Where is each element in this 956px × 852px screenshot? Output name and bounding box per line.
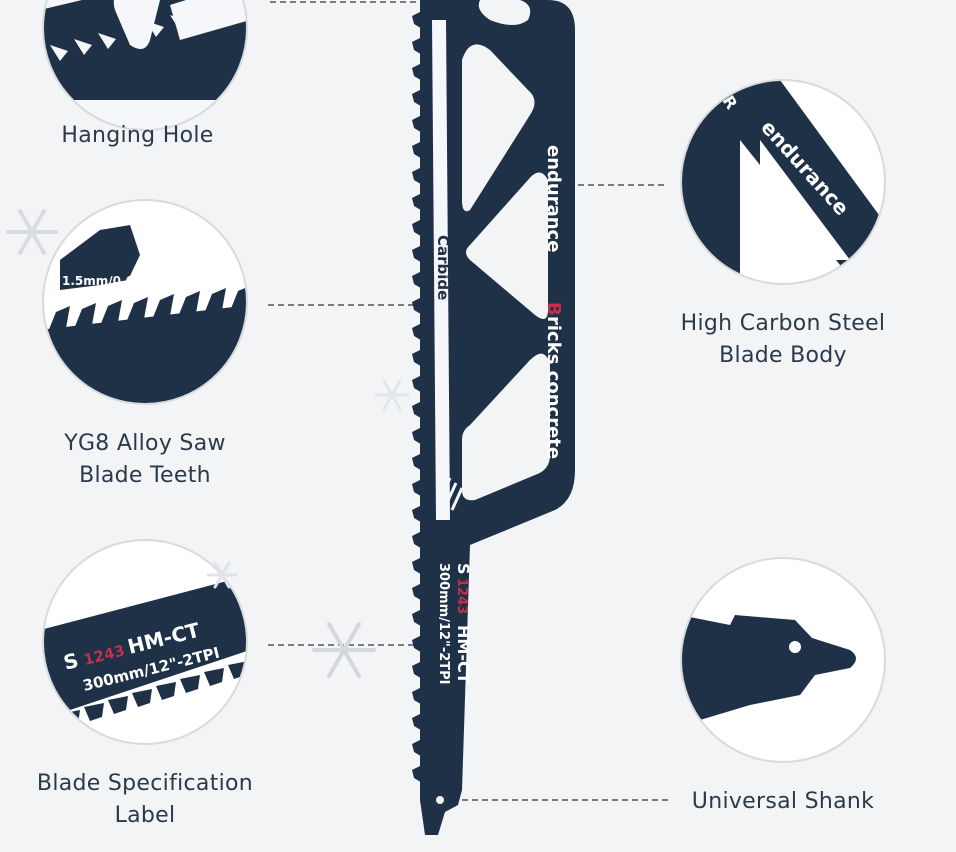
tooth-shape (156, 682, 176, 700)
closeup-hanging-hole (42, 0, 248, 131)
tooth-shape (180, 675, 200, 693)
snowflake-icon (6, 209, 58, 255)
closeup-shank (680, 557, 886, 763)
blade-model-prefix: S (454, 563, 473, 575)
saw-blade: Carbide endurance B ricks concrete S 124… (412, 0, 575, 835)
label-line: Blade Teeth (79, 463, 211, 488)
blade-model-code: 1243 (454, 578, 469, 614)
label-blade-specification: Blade Specification Label (20, 768, 270, 832)
blade-bricks-initial: B (543, 302, 564, 316)
closeup-teeth: 1.5mm/0.6" (42, 199, 248, 405)
label-line: Universal Shank (691, 789, 875, 814)
closeup-spec-label: S 1243 HM-CT 300mm/12"-2TPI (42, 539, 248, 745)
label-line: Blade Specification (36, 771, 254, 796)
blade-bricks-text: ricks concrete (543, 316, 564, 459)
tooth-shape (194, 9, 212, 25)
spec-prefix: S (61, 648, 81, 675)
label-line: YG8 Alloy Saw (64, 431, 226, 456)
tooth-shape (218, 3, 236, 19)
label-blade-body: High Carbon Steel Blade Body (660, 308, 906, 372)
tooth-shape (146, 21, 164, 37)
label-universal-shank: Universal Shank (670, 786, 896, 818)
tooth-shape (108, 696, 128, 714)
tooth-shape (204, 668, 224, 686)
snowflake-icon (374, 379, 410, 411)
tooth-shape (170, 15, 188, 31)
snowflake-icon (312, 622, 376, 678)
blade-brand-text: endurance (543, 145, 564, 252)
tooth-shape (100, 300, 122, 326)
tooth-shape (74, 303, 96, 329)
tooth-shape (204, 288, 226, 314)
tooth-shape (152, 294, 174, 320)
closeup-blade-body: R endurance (680, 79, 886, 285)
teeth-dimension-text: 1.5mm/0.6" (62, 274, 140, 288)
label-line: Blade Body (719, 343, 847, 368)
label-line: High Carbon Steel (680, 311, 886, 336)
tooth-shape (84, 703, 104, 721)
label-saw-blade-teeth: YG8 Alloy Saw Blade Teeth (30, 428, 260, 492)
label-line: Hanging Hole (61, 123, 214, 148)
tooth-shape (122, 27, 140, 43)
label-line: Label (114, 803, 176, 828)
blade-material-text: Carbide (434, 235, 452, 300)
tooth-shape (132, 689, 152, 707)
tooth-shape (48, 306, 70, 332)
label-hanging-hole: Hanging Hole (30, 120, 245, 152)
tooth-shape (50, 45, 68, 61)
tooth-shape (178, 291, 200, 317)
carbide-strip (432, 20, 450, 520)
snowflake-icon (206, 561, 238, 589)
blade-size-text: 300mm/12"-2TPI (436, 563, 451, 685)
blade-model-suffix: HM-CT (454, 625, 473, 684)
tooth-shape (126, 297, 148, 323)
tooth-shape (98, 33, 116, 49)
stripe-marks (438, 477, 464, 511)
blade-cutouts (436, 0, 550, 804)
tooth-shape (74, 39, 92, 55)
